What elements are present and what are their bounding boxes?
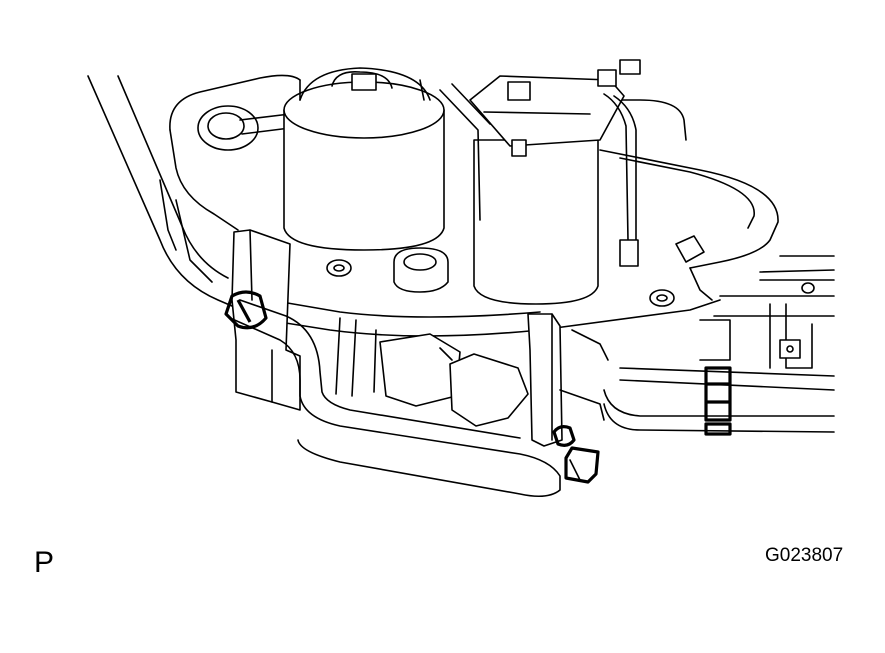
plate-holes: [326, 235, 705, 307]
left-frame-rails: [87, 75, 233, 307]
corner-letter: P: [34, 546, 55, 579]
highlighted-clamp-left: [224, 290, 268, 330]
highlighted-clamp-rail: [704, 366, 732, 436]
right-rail-assembly: [603, 255, 835, 433]
right-solenoid-cylinder: [439, 59, 641, 305]
center-mechanism: [335, 317, 609, 427]
plate-pivot-boss: [197, 105, 291, 151]
highlighted-clamp-right: [552, 425, 600, 484]
figure-code: G023807: [765, 545, 844, 566]
sensor-wire: [603, 93, 639, 267]
lower-rod: [229, 299, 581, 498]
right-bracket: [527, 313, 563, 447]
left-solenoid-cylinder: [283, 67, 445, 251]
